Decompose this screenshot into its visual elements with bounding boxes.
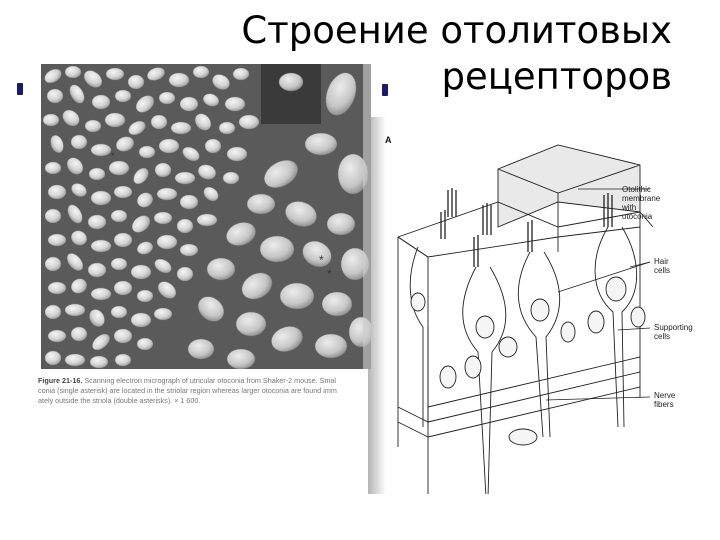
svg-text:*: * [327,267,332,281]
otoconia-micrograph: * * * [41,64,371,369]
figure-caption: Figure 21-16. Scanning electron microgra… [38,376,368,406]
label-otolithic-membrane: Otolithic membrane with otoconia [622,185,661,221]
diagram-drawing [397,144,654,494]
svg-text:*: * [319,253,324,267]
label-nerve-fibers: Nerve fibers [654,391,676,409]
caption-line-3: ately outside the striola (double asteri… [38,396,201,405]
bullet-marker-right [382,84,388,96]
title-line-1: Строение отолитовых [241,9,672,52]
label-supporting-cells: Supporting cells [654,323,693,341]
bullet-marker-left [17,83,23,95]
caption-line-1: Figure 21-16. Scanning electron microgra… [38,376,337,385]
caption-figure-label: Figure 21-16. [38,376,83,385]
slide-title: Строение отолитовых рецепторов [200,8,680,100]
panel-label: A [385,135,392,145]
otolith-receptor-diagram: A [368,117,706,494]
title-line-2: рецепторов [441,55,672,98]
page-edge-shadow [368,117,386,494]
caption-line-2: conia (single asterisk) are located in t… [38,386,337,395]
micrograph-image: * * * [41,64,371,369]
label-hair-cells: Hair cells [654,257,671,275]
svg-text:*: * [111,151,115,161]
